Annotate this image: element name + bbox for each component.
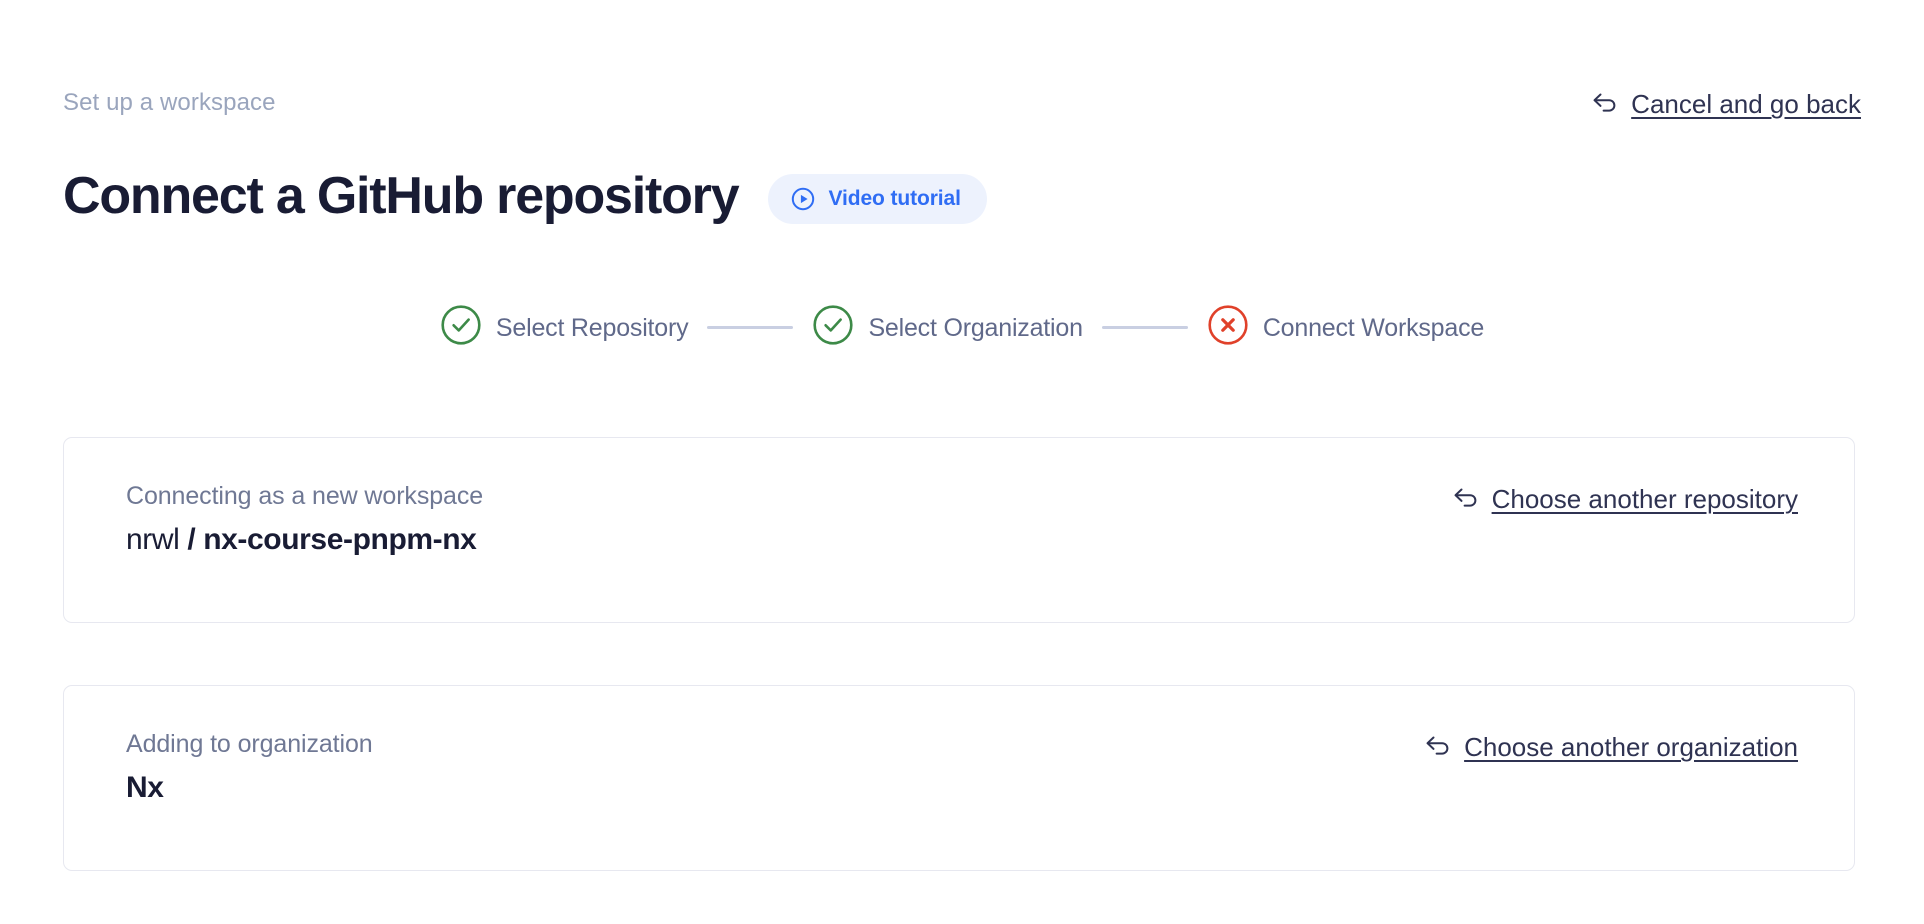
choose-another-repository-label: Choose another repository <box>1491 484 1798 514</box>
video-tutorial-label: Video tutorial <box>828 186 961 210</box>
play-circle-icon <box>790 186 816 212</box>
back-arrow-icon <box>1591 90 1619 119</box>
repository-summary-card: Connecting as a new workspace nrwl / nx-… <box>63 437 1855 623</box>
organization-summary-card: Adding to organization Nx Choose another… <box>63 685 1855 871</box>
step-label: Select Organization <box>868 313 1083 342</box>
page-header: Set up a workspace Connect a GitHub repo… <box>63 88 1861 225</box>
breadcrumb-eyebrow: Set up a workspace <box>63 89 276 116</box>
title-row: Connect a GitHub repository Video tutori… <box>63 131 1861 261</box>
organization-value: Nx <box>126 771 164 804</box>
cancel-and-go-back-label: Cancel and go back <box>1631 89 1861 119</box>
stepper-connector <box>707 326 794 329</box>
back-arrow-icon <box>1424 733 1452 762</box>
check-circle-icon <box>812 304 854 351</box>
step-connect-workspace[interactable]: Connect Workspace <box>1207 304 1484 351</box>
organization-caption: Adding to organization <box>126 730 373 758</box>
x-circle-icon <box>1207 304 1249 351</box>
step-label: Connect Workspace <box>1262 313 1485 342</box>
organization-info: Adding to organization Nx <box>126 729 373 807</box>
step-select-organization[interactable]: Select Organization <box>812 304 1083 351</box>
check-circle-icon <box>440 304 482 351</box>
choose-another-repository-link[interactable]: Choose another repository <box>1452 483 1798 515</box>
cancel-and-go-back-link[interactable]: Cancel and go back <box>1591 88 1861 120</box>
stepper-connector <box>1101 326 1188 329</box>
repository-name: nx-course-pnpm-nx <box>203 523 477 556</box>
repository-separator: / <box>179 523 204 556</box>
back-arrow-icon <box>1452 485 1480 514</box>
step-select-repository[interactable]: Select Repository <box>440 304 689 351</box>
choose-another-organization-link[interactable]: Choose another organization <box>1424 731 1798 763</box>
progress-stepper: Select Repository Select Organization Co… <box>0 304 1924 351</box>
repository-info: Connecting as a new workspace nrwl / nx-… <box>126 481 483 559</box>
repository-value: nrwl / nx-course-pnpm-nx <box>126 521 483 559</box>
choose-another-organization-label: Choose another organization <box>1464 732 1798 762</box>
repository-owner: nrwl <box>126 523 180 556</box>
repository-caption: Connecting as a new workspace <box>126 482 484 510</box>
page-title: Connect a GitHub repository <box>63 166 740 225</box>
video-tutorial-button[interactable]: Video tutorial <box>768 173 987 224</box>
step-label: Select Repository <box>495 313 689 342</box>
